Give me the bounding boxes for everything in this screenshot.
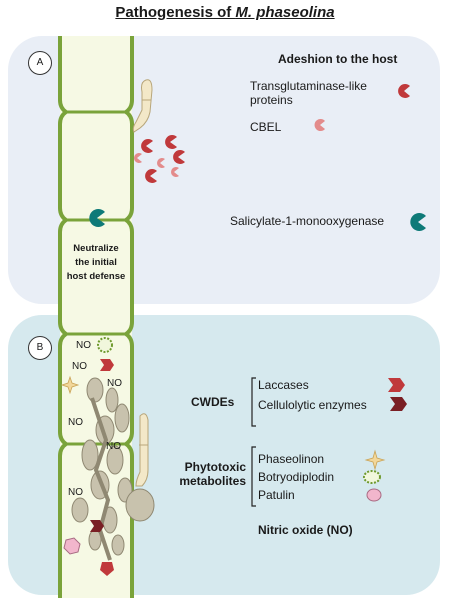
panel-b-label: B [28,336,52,360]
botryodiplodin-in-cell [97,337,113,353]
neutralize-line1: Neutralize [73,243,119,254]
laccases-label: Laccases [258,378,309,392]
hypha-blob-9 [71,497,89,523]
botryodiplodin-label: Botryodiplodin [258,470,335,484]
salicylate-enzyme-in-cell [89,209,105,227]
hypha-strand [90,397,112,561]
protein-red-4 [145,169,157,183]
laccase-icon [388,378,405,392]
title-prefix: Pathogenesis of [115,4,236,21]
hypha-blob-13 [111,534,125,556]
protein-pink-3 [133,153,142,164]
cellulolytic-label: Cellulolytic enzymes [258,398,367,412]
cellulolytic-in-cell-2 [100,562,114,576]
transglutaminase-icon [398,84,410,99]
protein-red-1 [141,139,153,153]
title-species: M. phaseolina [235,4,335,21]
cell-fill [60,36,132,598]
phaseolinon-icon [364,449,386,471]
protein-pink-1 [157,158,165,169]
protein-pink-2 [170,167,179,178]
hypha-blob-2 [105,387,119,413]
phaseolinon-in-cell [60,375,80,395]
nitric-oxide-label: Nitric oxide (NO) [258,523,353,537]
cellulolytic-in-cell-1 [90,520,104,532]
no-label-4: NO [68,417,83,428]
patulin-in-cell [63,537,81,555]
transglutaminase-label-line2: proteins [250,93,293,107]
no-label-5: NO [106,441,121,452]
no-label-6: NO [68,487,83,498]
transglutaminase-label-line1: Transglutaminase-like [250,79,367,93]
hypha-b-body [135,413,149,487]
cwdes-label: CWDEs [191,395,235,409]
adhesion-heading: Adeshion to the host [278,52,398,66]
no-label-1: NO [76,340,91,351]
phytotoxic-label-line1: Phytotoxic [184,460,246,474]
phytotoxic-bracket [251,446,256,507]
hypha-a-body [132,79,153,133]
hypha-blob-11 [125,488,155,522]
hypha-blob-6 [106,445,124,475]
hyphae-network [71,377,155,561]
no-label-3: NO [107,378,122,389]
botryodiplodin-icon [363,470,381,484]
cbel-icon [314,119,325,131]
cellulolytic-icon [390,397,407,411]
panel-a-label: A [28,51,52,75]
neutralize-line2: the initial [75,257,117,268]
page-title: Pathogenesis of M. phaseolina [0,4,450,21]
neutralize-line3: host defense [66,271,126,282]
protein-red-3 [173,150,185,165]
cell-wall-left [58,36,70,598]
protein-cluster-a [133,135,185,183]
patulin-icon [366,488,382,502]
cell-wall-right [122,36,134,598]
salicylate-label: Salicylate-1-monooxygenase [230,214,385,228]
fungal-hypha-b [135,413,149,487]
hypha-blob-1 [86,377,104,403]
plant-cell-column [58,36,134,598]
cwdes-bracket [251,377,256,427]
hypha-blob-5 [81,439,99,471]
salicylate-icon [410,213,426,232]
phytotoxic-label-line2: metabolites [179,474,246,488]
laccase-in-cell [100,359,114,371]
patulin-label: Patulin [258,488,295,502]
protein-red-2 [165,135,177,150]
fungal-hypha-a [132,79,153,133]
cbel-label: CBEL [250,120,282,134]
phaseolinon-label: Phaseolinon [258,452,325,466]
hypha-blob-3 [114,403,130,433]
no-label-2: NO [72,361,87,372]
